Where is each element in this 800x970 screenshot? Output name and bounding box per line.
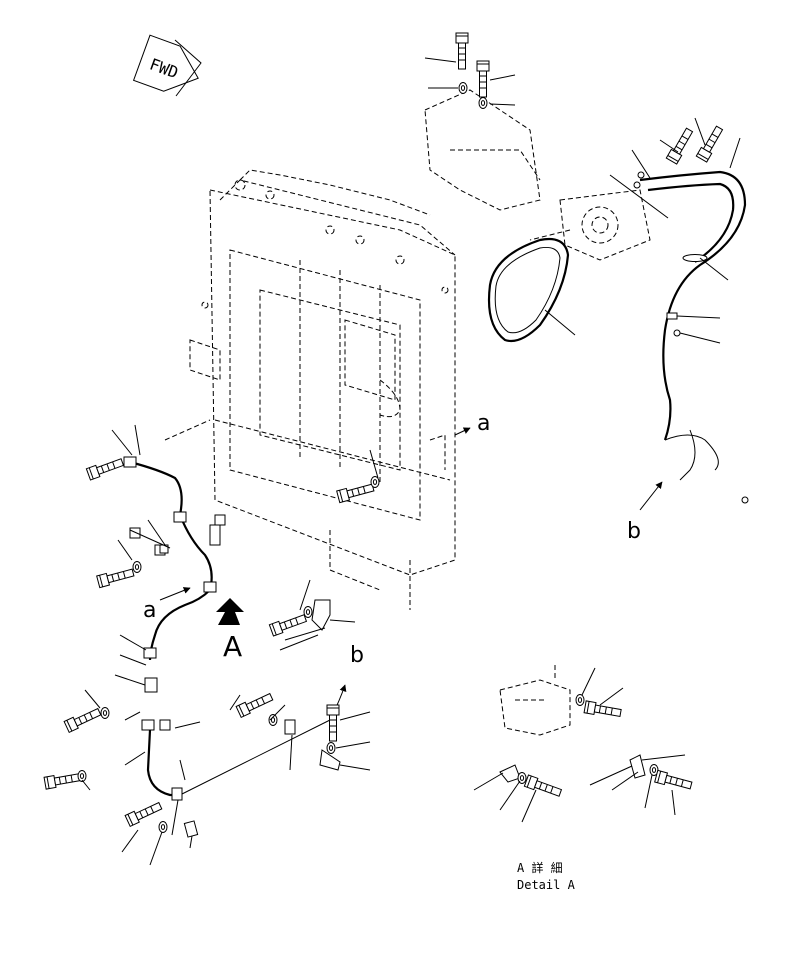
detail-title-jp: A 詳 細	[517, 860, 563, 875]
washer-icon	[77, 770, 87, 782]
label-view-A: A	[223, 630, 242, 663]
bolt-icon	[654, 769, 694, 792]
radiator-core	[164, 169, 456, 610]
leader-lines-left	[81, 424, 379, 866]
leader-lines-detail	[473, 667, 686, 823]
v-belt-icon	[487, 237, 576, 343]
bolt-icon	[85, 455, 125, 481]
bolt-icon	[665, 126, 696, 165]
bolt-icon	[523, 774, 563, 800]
label-a-left: a	[143, 598, 156, 623]
bolt-icon	[695, 124, 726, 163]
washer-icon	[303, 606, 313, 618]
hose-icon	[129, 460, 347, 797]
fwd-arrow-icon: FWD	[132, 34, 202, 97]
leader-lines-top	[424, 57, 516, 106]
leader-lines-right	[609, 117, 741, 344]
clamp-icon	[159, 544, 341, 771]
bolt-icon	[235, 690, 275, 718]
washer-icon	[370, 476, 380, 488]
clamp-icon	[123, 456, 296, 838]
fwd-label: FWD	[147, 55, 181, 83]
bolt-icon	[476, 60, 490, 98]
hose-icon	[639, 170, 747, 481]
view-arrow-icon	[216, 598, 244, 625]
washer-icon	[458, 82, 468, 94]
engine-pulley-area	[424, 89, 651, 261]
detail-a-drawing	[499, 665, 571, 736]
bolt-icon	[326, 704, 340, 742]
label-a-top: a	[477, 411, 490, 436]
washer-icon	[326, 742, 336, 754]
label-b-right: b	[627, 519, 641, 544]
washer-icon	[158, 821, 168, 833]
bolt-icon	[455, 32, 469, 70]
washer-icon	[100, 707, 110, 719]
bolt-icon	[583, 700, 623, 720]
detail-title-en: Detail A	[517, 878, 576, 892]
clamp-icon	[633, 171, 749, 504]
bolt-icon	[96, 566, 136, 589]
bolt-icon	[268, 611, 308, 637]
bolt-icon	[336, 481, 376, 504]
arrow-b-right	[639, 481, 663, 511]
bolt-icon	[63, 705, 103, 733]
arrow-a-left	[159, 587, 191, 601]
label-b-bottom: b	[350, 643, 364, 668]
washer-icon	[132, 561, 142, 573]
bolt-icon	[43, 770, 83, 790]
bolt-icon	[124, 799, 164, 827]
washer-icon	[478, 97, 488, 109]
arrow-a-top	[454, 427, 471, 436]
washer-icon	[575, 694, 585, 706]
